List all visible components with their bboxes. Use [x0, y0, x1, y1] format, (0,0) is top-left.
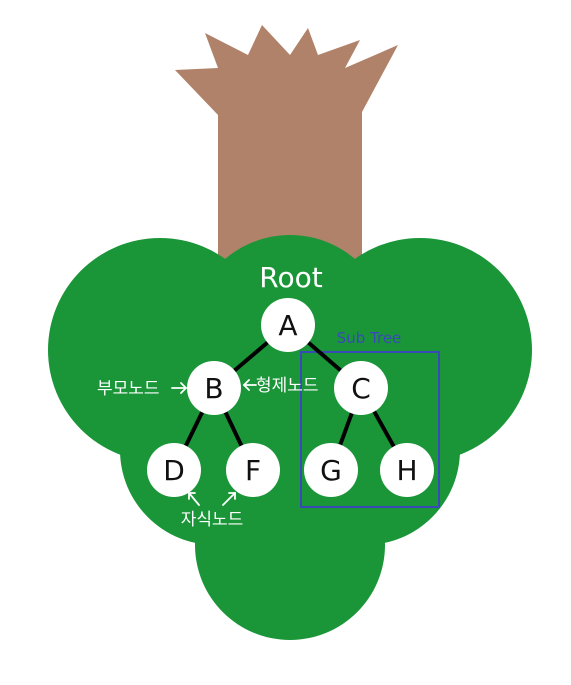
node-f: F	[226, 443, 280, 497]
node-b-label: B	[204, 372, 223, 405]
node-c: C	[334, 361, 388, 415]
node-d: D	[147, 443, 201, 497]
node-g-label: G	[320, 454, 342, 487]
tree-trunk	[175, 25, 398, 300]
node-c-label: C	[351, 372, 371, 405]
child-arrow-left-icon	[188, 492, 200, 506]
subtree-label: Sub Tree	[337, 329, 402, 347]
annotations: 부모노드 형제노드 자식노드	[97, 376, 319, 530]
node-b: B	[187, 361, 241, 415]
tree-foliage	[48, 235, 532, 640]
sibling-node-label: 형제노드	[256, 376, 319, 396]
parent-arrow-icon	[171, 382, 188, 394]
tree-nodes: A B C D F G H	[147, 298, 434, 497]
node-a: A	[261, 298, 315, 352]
node-a-label: A	[278, 309, 297, 342]
node-d-label: D	[163, 454, 185, 487]
child-arrow-right-icon	[222, 492, 236, 506]
child-node-label: 자식노드	[181, 510, 244, 530]
root-label: Root	[259, 261, 322, 294]
sibling-arrow-icon	[242, 379, 257, 391]
node-f-label: F	[245, 454, 261, 487]
node-h: H	[380, 443, 434, 497]
node-g: G	[304, 443, 358, 497]
subtree-box	[300, 351, 440, 508]
parent-node-label: 부모노드	[97, 379, 160, 399]
node-h-label: H	[396, 454, 417, 487]
